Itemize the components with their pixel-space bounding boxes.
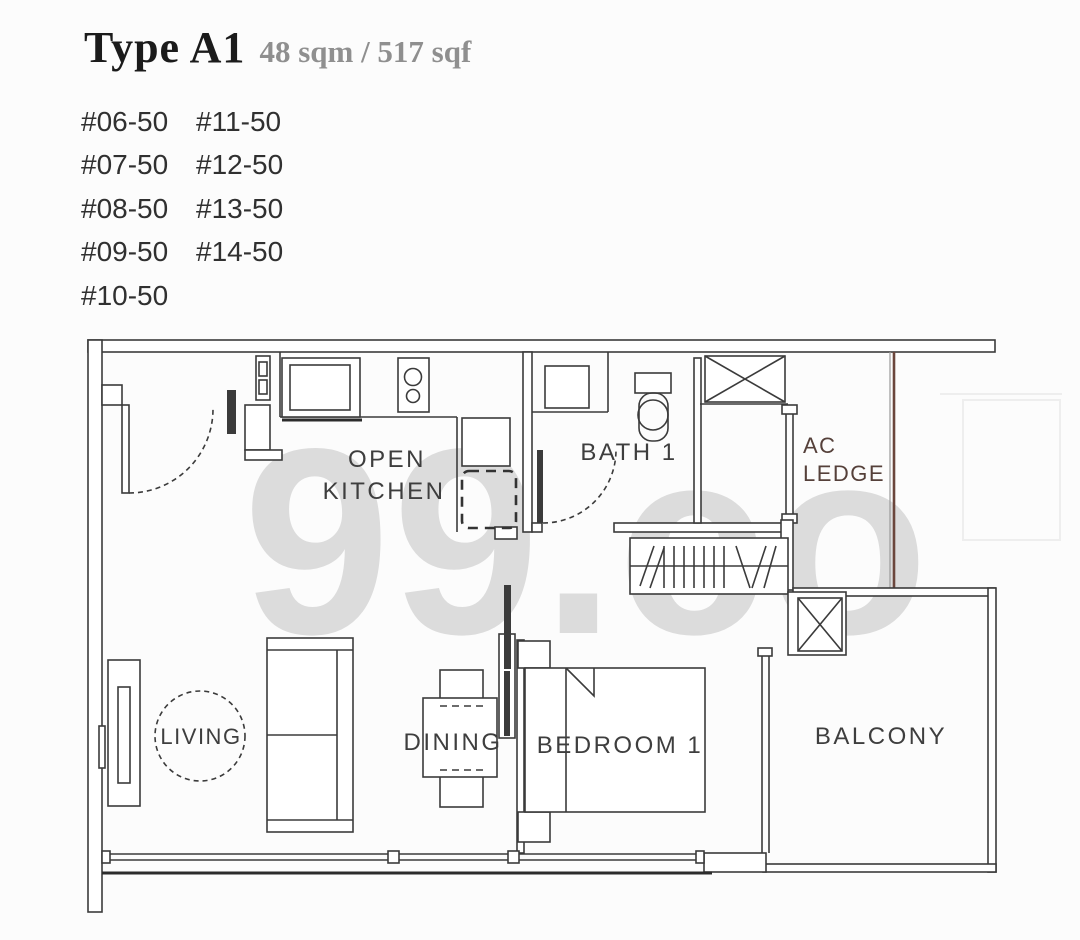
unit-row: #08-50 #13-50 <box>81 187 311 231</box>
balcony-slider-cap <box>757 647 773 657</box>
room-labels: OPEN KITCHEN BATH 1 AC LEDGE LIVING DINI… <box>160 433 947 759</box>
window-mullion <box>507 850 520 864</box>
shoe-cabinet-front <box>244 449 283 461</box>
bath-bottom-wall-right <box>613 522 791 533</box>
basin-icon <box>544 365 590 409</box>
unit-row: #09-50 #14-50 <box>81 231 311 275</box>
unit-number: #09-50 <box>81 236 169 268</box>
shoe-cabinet <box>244 404 271 451</box>
unit-number: #12-50 <box>196 149 284 181</box>
unit-number: #10-50 <box>81 279 169 311</box>
unit-row: #06-50 #11-50 <box>81 100 311 144</box>
balcony-area <box>787 591 847 656</box>
living-label-circle <box>154 690 246 782</box>
kitchen-label: OPEN <box>348 446 426 473</box>
unit-number-list: #06-50 #11-50 #07-50 #12-50 #08-50 #13-5… <box>81 100 311 318</box>
unit-row: #10-50 <box>81 274 311 318</box>
bed-sheet-fold-icon <box>565 667 595 698</box>
bedroom-label: BEDROOM 1 <box>537 732 704 759</box>
entry-wall-notch <box>101 384 123 406</box>
window-mullion <box>695 850 705 864</box>
kitchen-sink-icon <box>289 364 351 411</box>
bath-door-swing-icon <box>542 449 617 524</box>
bedroom-balcony-wall-block <box>703 852 767 873</box>
unit-number: #13-50 <box>196 192 284 224</box>
entrance <box>121 355 283 494</box>
unit-number: #07-50 <box>81 149 169 181</box>
window-mullion <box>101 850 111 864</box>
tv-icon <box>117 686 131 784</box>
sink-cabinet <box>281 357 361 418</box>
ac-ledge-label: AC <box>803 433 837 458</box>
dining-label: DINING <box>404 729 503 756</box>
outer-top-wall <box>87 339 996 353</box>
unit-type-title: Type A1 <box>84 23 246 72</box>
outer-left-wall <box>87 339 103 913</box>
living-label: LIVING <box>160 724 241 749</box>
bedside-table-icon <box>517 811 551 843</box>
bedroom-1 <box>517 640 706 843</box>
faint-adjacent-outline <box>940 393 1062 541</box>
dining-area <box>422 669 498 808</box>
unit-number: #06-50 <box>81 105 169 137</box>
unit-number: #08-50 <box>81 192 169 224</box>
kitchen-appliance <box>461 417 511 467</box>
living-room <box>98 637 354 833</box>
shower-screen-wall <box>693 357 702 524</box>
ac-ledge-label: LEDGE <box>803 461 885 486</box>
toilet-seat-icon <box>637 399 669 431</box>
wall-recess <box>98 725 106 769</box>
unit-number: #14-50 <box>196 236 284 268</box>
title-block: Type A1 48 sqm / 517 sqf <box>84 22 471 73</box>
balcony-right-parapet <box>987 587 997 873</box>
kitchen-bath-wall <box>522 351 533 533</box>
kitchen-label: KITCHEN <box>323 478 446 505</box>
windows <box>101 850 712 875</box>
bedside-table-icon <box>517 640 551 669</box>
wardrobe <box>629 537 789 595</box>
shaft-x-icon <box>704 355 786 403</box>
louver-cap-top <box>781 404 798 415</box>
stove-burner-icon <box>405 388 421 404</box>
window-mullion <box>387 850 400 864</box>
bath-1 <box>532 352 786 524</box>
bath-label: BATH 1 <box>580 439 677 466</box>
unit-row: #07-50 #12-50 <box>81 144 311 188</box>
tv-console <box>107 659 141 807</box>
bath-door-leaf <box>537 450 543 523</box>
fridge-icon <box>460 469 518 530</box>
entry-door-leaf <box>121 404 130 494</box>
open-kitchen <box>279 352 518 532</box>
unit-number: #11-50 <box>196 105 282 137</box>
unit-area-subtitle: 48 sqm / 517 sqf <box>259 34 472 69</box>
bedroom-wall <box>516 639 525 854</box>
toilet-tank-icon <box>634 372 672 394</box>
balcony-bottom-parapet <box>762 863 997 873</box>
bedroom-sliding-panel <box>504 585 511 669</box>
balcony-label: BALCONY <box>815 723 947 750</box>
bedroom-sliding-panel <box>504 671 510 736</box>
entry-door-swing-icon <box>128 408 214 494</box>
db-switch <box>258 361 268 377</box>
dining-table-icon <box>422 697 498 778</box>
stove-burner-icon <box>403 367 423 387</box>
bath-bottom-wall-left <box>531 522 543 533</box>
db-switch <box>258 379 268 395</box>
entry-door-jamb <box>227 390 236 434</box>
bed-icon <box>524 667 706 813</box>
